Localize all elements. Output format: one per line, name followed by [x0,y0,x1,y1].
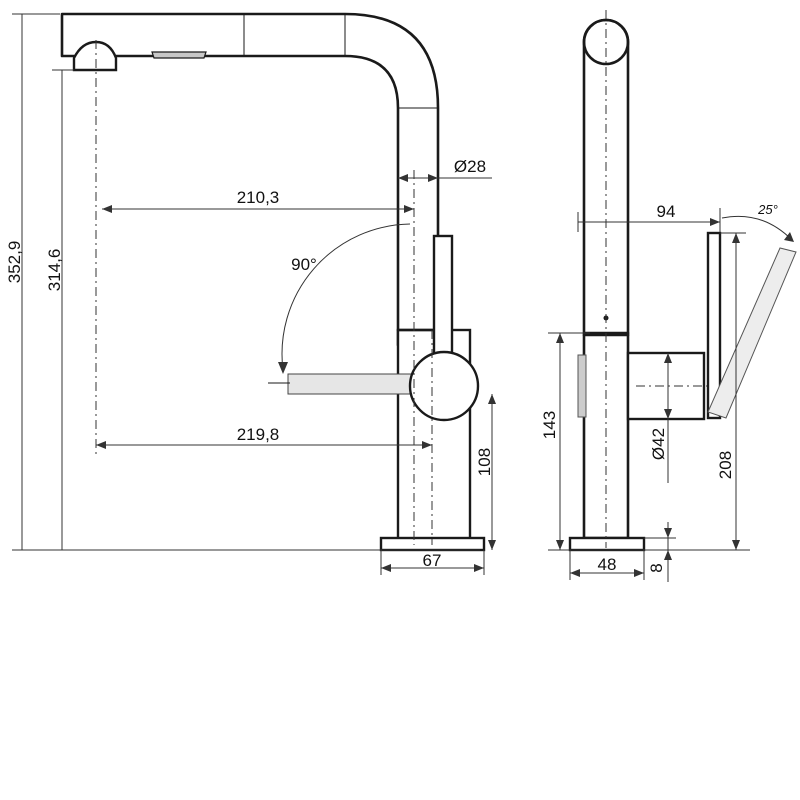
label-side-depth: 94 [657,202,676,221]
tilt-arc [721,215,793,241]
arrow-left-icon [102,205,112,213]
side-spout-top-circle [582,18,630,66]
label-rotation-angle: 90° [291,255,317,274]
tilt-arrow-icon [784,232,794,242]
rotation-arc [281,223,411,371]
arrow-left-icon [381,564,391,572]
label-total-height: 352,9 [5,241,24,284]
arrow-left-icon [398,174,408,182]
arrow-right-icon [634,569,644,577]
label-base-width-side: 48 [598,555,617,574]
arrow-up-icon [664,353,672,363]
rotation-arrow-icon [278,362,288,374]
label-reach-outer: 219,8 [237,425,280,444]
arrow-right-icon [404,205,414,213]
front-view: 352,9 314,6 210,3 219,8 Ø28 90° 108 67 [5,12,496,575]
arrow-down-icon [556,540,564,550]
handle-knob [408,350,480,422]
arrow-down-icon [488,540,496,550]
arrow-down-icon [732,540,740,550]
spray-nozzle [72,40,118,72]
arrow-up-icon [732,233,740,243]
side-lever-tilted [707,247,797,419]
arrow-right-icon [710,218,720,226]
side-view: 25° 94 143 Ø42 208 48 [540,10,797,582]
label-reach-inner: 210,3 [237,188,280,207]
spout-outline [60,12,440,347]
lever-upright [432,234,454,368]
side-lever [706,231,722,420]
lever-rotated [287,373,417,395]
label-base-width-front: 67 [423,551,442,570]
label-lever-height: 208 [716,451,735,479]
arrow-down-icon [664,528,672,538]
arrow-left-icon [96,441,106,449]
label-handle-height: 143 [540,411,559,439]
arrow-down-icon [664,409,672,419]
label-base-thickness: 8 [647,563,666,572]
label-spout-height: 314,6 [45,249,64,292]
arrow-right-icon [428,174,438,182]
label-tilt-angle: 25° [757,202,778,217]
arrow-up-icon [556,333,564,343]
label-body-diameter: Ø42 [649,428,668,460]
arrow-right-icon [422,441,432,449]
side-handle-hub [626,351,706,421]
arrow-up-icon [488,394,496,404]
arrow-right-icon [474,564,484,572]
label-spout-diameter: Ø28 [454,157,486,176]
spray-button [151,51,207,59]
label-base-to-handle: 108 [475,448,494,476]
arrow-up-icon [664,550,672,560]
arrow-left-icon [570,569,580,577]
side-base-plate [568,536,646,552]
side-relief-left [577,354,587,418]
